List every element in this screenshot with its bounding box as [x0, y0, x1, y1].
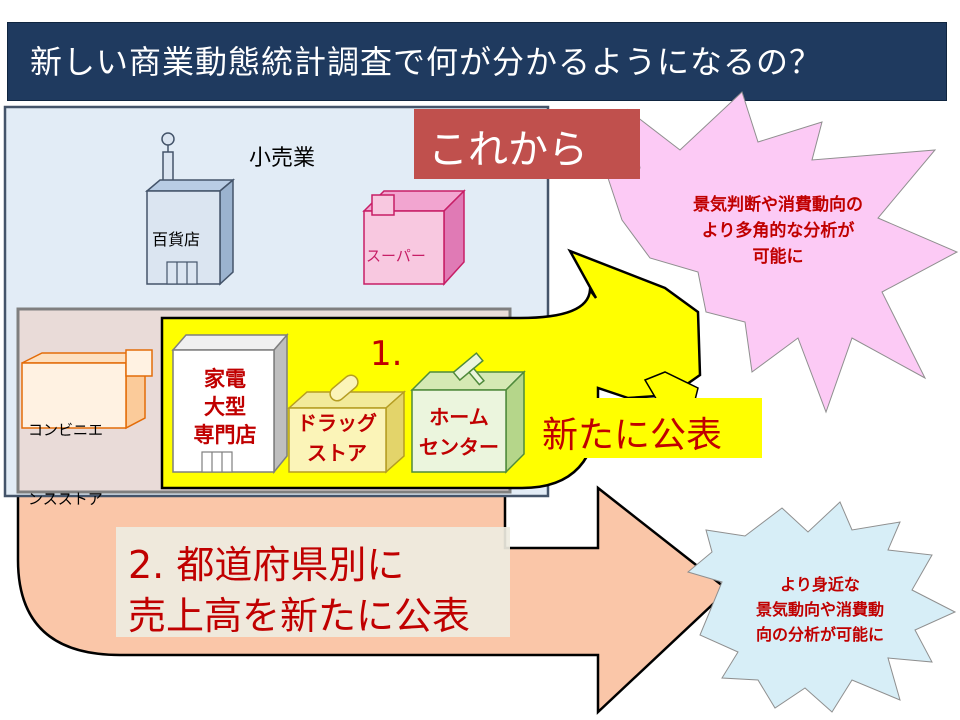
blue-burst: [686, 501, 957, 713]
prefecture-callout-line1: 2. 都道府県別に: [128, 543, 405, 587]
bottom-burst-text: より身近な 景気動向や消費動 向の分析が可能に: [755, 575, 884, 644]
convenience-store-building: [21, 349, 153, 430]
new-release-label: 新たに公表: [542, 415, 723, 456]
drugstore-label: ドラッグ ストア: [297, 411, 377, 465]
pink-burst: [607, 91, 959, 414]
prefecture-callout-line2: 売上高を新たに公表: [128, 594, 471, 638]
title-bar: 新しい商業動態統計調査で何が分かるようになるの？: [7, 22, 947, 101]
home-center-building: [410, 352, 526, 474]
upcoming-badge: これから: [414, 109, 640, 179]
retail-label: 小売業: [249, 146, 316, 171]
page-title: 新しい商業動態統計調査で何が分かるようになるの？: [30, 43, 823, 81]
convenience-store-label: コンビニエ ンスストア: [28, 421, 104, 508]
arrow1-number: 1.: [370, 334, 403, 374]
supermarket-label: スーパー: [366, 247, 426, 265]
supermarket-building: [362, 189, 466, 286]
home-center-label: ホーム センター: [419, 405, 499, 459]
department-store-label: 百貨店: [152, 230, 201, 249]
upcoming-badge-label: これから: [428, 127, 588, 173]
department-store-building: [144, 132, 236, 286]
top-burst-text: 景気判断や消費動向の より多角的な分析が 可能に: [693, 195, 863, 267]
drugstore-building: [287, 374, 406, 474]
prefecture-callout-box: [116, 527, 510, 637]
electronics-store-label: 家電 大型 専門店: [193, 367, 257, 447]
electronics-store-building: [171, 332, 289, 475]
new-release-callout: 新たに公表: [532, 398, 762, 458]
